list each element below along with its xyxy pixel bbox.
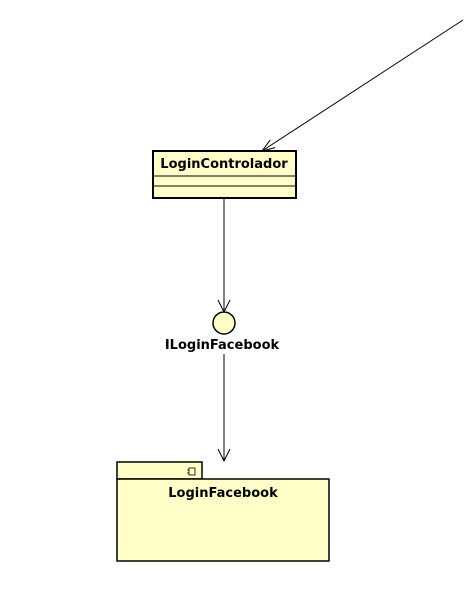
class-logincontrolador[interactable]: LoginControlador bbox=[152, 150, 297, 199]
interface-name: ILoginFacebook bbox=[165, 338, 280, 353]
package-loginfacebook[interactable]: LoginFacebook bbox=[116, 461, 330, 562]
class-box bbox=[152, 150, 297, 199]
component-icon bbox=[187, 467, 196, 476]
interface-iloginfacebook[interactable]: ILoginFacebook bbox=[165, 311, 280, 353]
connector-iloginfacebook-to-loginfacebook[interactable] bbox=[217, 354, 231, 463]
connector-line bbox=[261, 19, 464, 152]
connector-offscreen-to-logincontrolador[interactable] bbox=[260, 19, 464, 152]
package-name: LoginFacebook bbox=[168, 486, 278, 501]
connector-logincontrolador-to-iloginfacebook[interactable] bbox=[217, 199, 231, 314]
class-name: LoginControlador bbox=[160, 157, 288, 172]
package-body bbox=[116, 478, 330, 562]
interface-circle-icon bbox=[212, 311, 236, 335]
arrowhead-icon bbox=[217, 448, 231, 463]
